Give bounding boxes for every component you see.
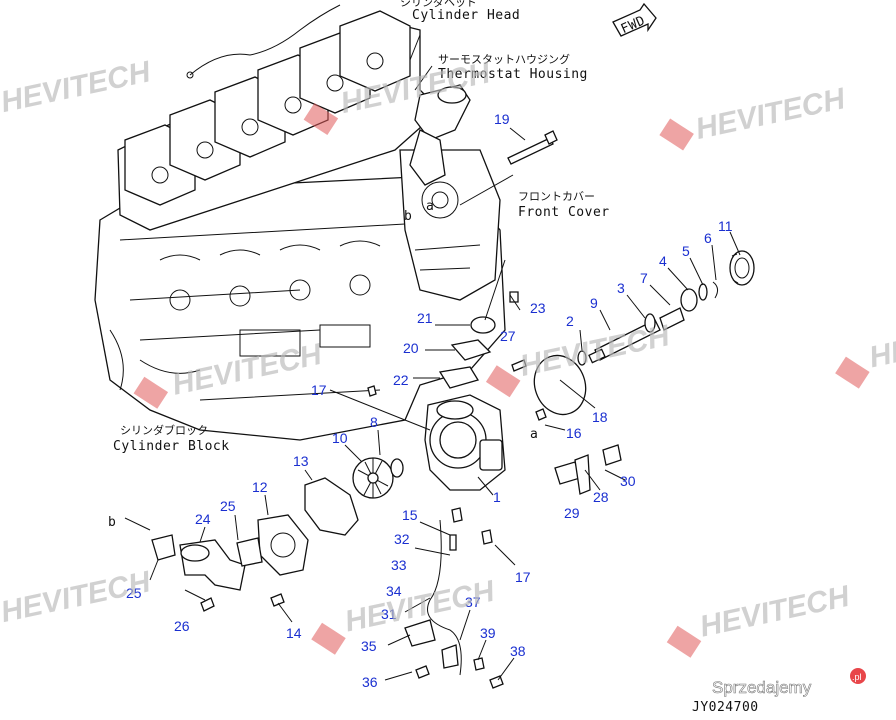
part-number: 37 [465,594,481,610]
hevitech-logo-icon [659,118,694,151]
callout-b-top: b [404,209,412,224]
block-label: Cylinder Block [113,439,230,454]
pulley-11 [729,250,755,286]
part-number: 8 [370,414,378,430]
part-number: 20 [403,340,419,356]
cylinder-head-label: Cylinder Head [412,8,520,23]
impeller-10 [352,457,394,499]
part-number: 9 [590,295,598,311]
hevitech-logo-icon [311,622,346,655]
part-number: 25 [220,498,236,514]
gasket-25b [236,537,263,567]
hevitech-watermark: HEVITECH [697,580,854,644]
site-name: Sprzedajemy [712,678,812,697]
part-number: 15 [402,507,418,523]
part-number: 1 [493,489,501,505]
callout-b-elbow: b [108,515,116,530]
thermostat-label: Thermostat Housing [438,67,588,82]
part-number: 17 [311,382,327,398]
part-number: 30 [620,473,636,489]
part-number: 25 [126,585,142,601]
thermostat-housing-drawing [409,84,471,186]
part-number: 27 [500,328,516,344]
block-jp-label: シリンダブロック [120,423,208,437]
part-number: 6 [704,230,712,246]
hevitech-watermark: HEVITECH [866,310,896,374]
part-number: 35 [361,638,377,654]
hevitech-logo-icon [133,376,169,409]
gasket-22 [438,366,480,389]
part-number: 36 [362,674,378,690]
part-number: 16 [566,425,582,441]
drawing-number: JY024700 [692,700,759,715]
site-suffix: .pl [852,672,862,682]
hevitech-watermark: HEVITECH [693,82,850,146]
part-number: 18 [592,409,608,425]
plug-21 [470,316,496,334]
bolts [200,130,622,689]
gasket-20 [450,339,492,361]
pump-shaft [588,319,661,364]
part-number: 31 [381,606,397,622]
seal-8 [390,458,404,478]
part-number: 14 [286,625,302,641]
part-number: 23 [530,300,546,316]
cylinder-block-drawing [94,149,506,441]
water-pump-body [424,394,506,491]
bracket-28 [574,454,591,495]
part-number: 26 [174,618,190,634]
thermostat-jp-label: サーモスタットハウジング [438,52,570,66]
hevitech-watermark: HEVITECH [0,55,155,119]
callout-a-top: a [426,199,434,214]
hevitech-logo-icon [485,365,521,398]
callout-a-pump: a [530,427,538,442]
cover-13 [304,477,359,536]
hevitech-watermark: HEVITECH [517,319,674,383]
gasket-18 [533,354,587,416]
part-number: 19 [494,111,510,127]
gasket-12 [257,514,309,576]
hevitech-logo-icon [666,625,702,658]
part-number: 4 [659,253,667,269]
part-number: 12 [252,479,268,495]
hevitech-watermark: HEVITECH [0,565,155,629]
part-number: 13 [293,453,309,469]
site-badge-dot-icon [850,668,866,684]
part-number: 17 [515,569,531,585]
site-badge: Sprzedajemy .pl [712,668,866,697]
part-number: 3 [617,280,625,296]
part-number: 38 [510,643,526,659]
part-number: 22 [393,372,409,388]
seal-bearing-stack [577,281,719,366]
cylinder-head-drawing [117,4,441,231]
hevitech-logo-icon [303,103,339,136]
front-cover-label: Front Cover [518,205,610,220]
gasket-25a [151,534,176,561]
part-number: 7 [640,270,648,286]
part-number: 29 [564,505,580,521]
part-number: 39 [480,625,496,641]
fwd-arrow-icon: FWD [612,2,657,37]
leader-lines [124,34,741,681]
part-number: 21 [417,310,433,326]
drain-tube-assembly [404,507,493,676]
part-number: 34 [386,583,402,599]
part-number: 28 [593,489,609,505]
part-number: 11 [718,218,733,234]
part-number: 33 [391,557,407,573]
part-number: 24 [195,511,211,527]
hevitech-logo-icon [835,356,870,389]
cylinder-head-jp-label: シリンダヘッド [400,0,477,9]
part-number-labels: 1 2 3 4 5 6 7 8 9 10 11 12 13 14 15 16 1… [126,111,733,690]
part-number: 5 [682,243,690,259]
part-number: 32 [394,531,410,547]
part-number: 2 [566,313,574,329]
part-number: 10 [332,430,348,446]
front-cover-jp-label: フロントカバー [518,190,595,203]
